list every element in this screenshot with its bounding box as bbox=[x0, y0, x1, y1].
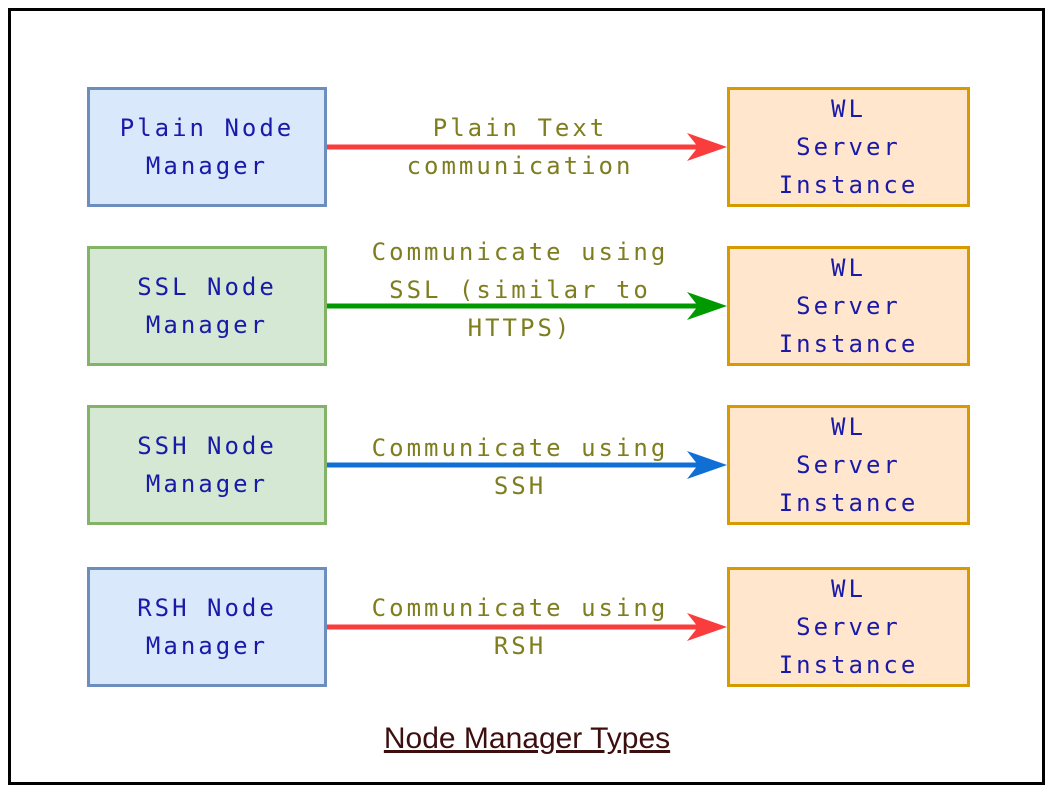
box-label-line: Plain Node bbox=[119, 114, 295, 142]
wl-server-instance-box: WL Server Instance bbox=[727, 405, 970, 525]
box-label-line: SSH Node bbox=[137, 432, 277, 460]
plain-node-manager-box: Plain Node Manager bbox=[87, 87, 327, 207]
ssh-node-manager-box: SSH Node Manager bbox=[87, 405, 327, 525]
box-label-line: WL bbox=[831, 575, 866, 603]
box-label-line: Server bbox=[796, 292, 901, 320]
ssh-arrow bbox=[327, 451, 727, 479]
diagram-title: Node Manager Types bbox=[383, 722, 671, 755]
box-label-line: Manager bbox=[145, 632, 269, 660]
rsh-node-manager-box: RSH Node Manager bbox=[87, 567, 327, 687]
plain-text-arrow bbox=[327, 133, 727, 161]
box-label-line: Manager bbox=[145, 311, 269, 339]
ssl-node-manager-box: SSL Node Manager bbox=[87, 246, 327, 366]
rsh-arrow-label: Communicate using RSH bbox=[371, 594, 669, 660]
box-label-line: Server bbox=[796, 451, 901, 479]
wl-server-instance-box: WL Server Instance bbox=[727, 87, 970, 207]
plain-text-arrow-label: Plain Text communication bbox=[406, 114, 634, 180]
box-label-line: WL bbox=[831, 95, 866, 123]
ssl-arrow-label: Communicate using SSL (similar to HTTPS) bbox=[371, 238, 669, 342]
box-label-line: Manager bbox=[145, 152, 269, 180]
ssl-arrow bbox=[327, 292, 727, 320]
box-label-line: Server bbox=[796, 613, 901, 641]
box-label-line: Server bbox=[796, 133, 901, 161]
box-label-line: Instance bbox=[778, 489, 919, 517]
box-label-line: RSH Node bbox=[137, 594, 277, 622]
box-label-line: SSL Node bbox=[137, 273, 277, 301]
box-label-line: WL bbox=[831, 413, 866, 441]
box-label-line: Instance bbox=[778, 651, 919, 679]
box-label-line: WL bbox=[831, 254, 866, 282]
box-label-line: Instance bbox=[778, 330, 919, 358]
ssh-arrow-label: Communicate using SSH bbox=[371, 434, 669, 500]
box-label-line: Instance bbox=[778, 171, 919, 199]
outer-border bbox=[8, 8, 1045, 785]
wl-server-instance-box: WL Server Instance bbox=[727, 567, 970, 687]
wl-server-instance-box: WL Server Instance bbox=[727, 246, 970, 366]
box-label-line: Manager bbox=[145, 470, 269, 498]
rsh-arrow bbox=[327, 613, 727, 641]
